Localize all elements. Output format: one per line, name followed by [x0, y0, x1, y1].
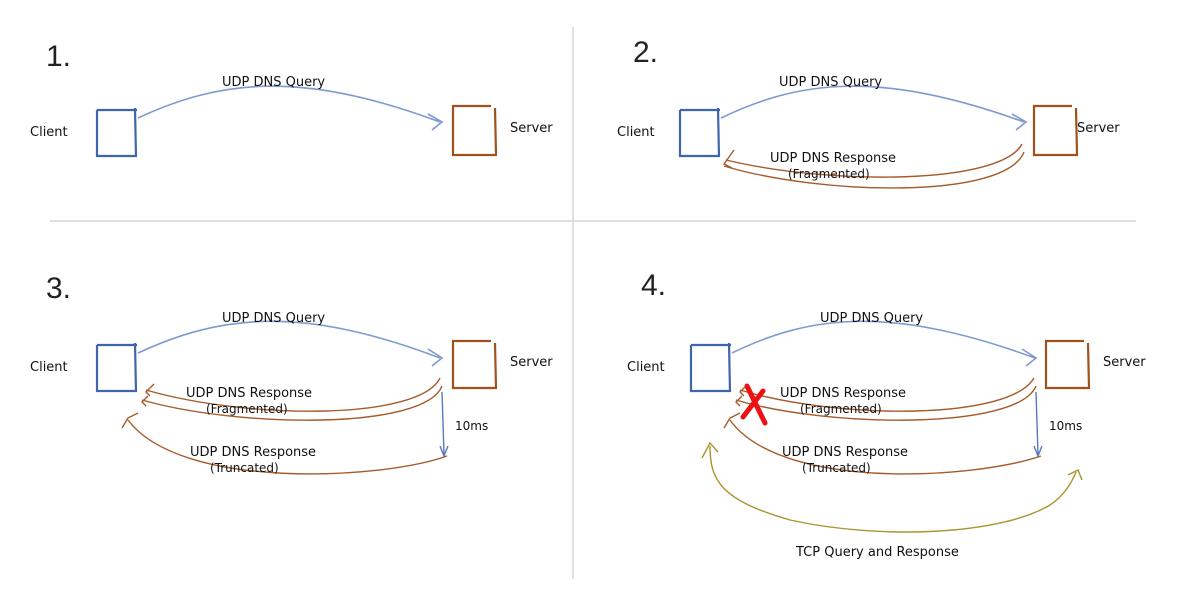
server-box: [1044, 339, 1091, 390]
panel-4: 4. Client Server UDP DNS Query UDP DNS R…: [627, 269, 1146, 560]
truncated-arrow: [729, 419, 1042, 475]
client-label: Client: [627, 360, 665, 375]
query-arrow: [137, 320, 441, 359]
client-label: Client: [617, 125, 655, 140]
fragment-arrow-1: [145, 377, 441, 412]
query-arrow: [720, 85, 1025, 123]
server-label: Server: [1103, 355, 1146, 370]
fragmented-label: UDP DNS Response: [780, 386, 906, 401]
query-arrowhead: [1021, 348, 1038, 367]
query-arrow: [731, 320, 1036, 359]
fragment-arrowhead: [722, 149, 735, 169]
fragment-arrow-2: [723, 151, 1025, 189]
client-label: Client: [30, 125, 68, 140]
fragment-arrow-1: [725, 143, 1023, 178]
fragment-arrowhead: [141, 383, 155, 407]
fragmented-sublabel: (Fragmented): [206, 402, 288, 416]
panel-number: 4.: [641, 269, 666, 302]
panel-1: 1. Client Server UDP DNS Query: [30, 40, 553, 158]
server-label: Server: [1077, 121, 1120, 136]
tcp-label: TCP Query and Response: [795, 545, 959, 560]
client-box: [689, 342, 732, 393]
server-box: [1032, 104, 1079, 157]
delay-arrow: [1035, 391, 1039, 455]
truncated-label: UDP DNS Response: [190, 445, 316, 460]
delay-arrowhead: [439, 445, 449, 458]
query-arrowhead: [1011, 113, 1028, 131]
query-label: UDP DNS Query: [222, 75, 325, 90]
query-label: UDP DNS Query: [779, 75, 882, 90]
client-box: [95, 107, 138, 158]
tcp-arrowhead-right: [1067, 469, 1083, 481]
query-label: UDP DNS Query: [820, 311, 923, 326]
blocked-x-icon: [740, 383, 768, 426]
delay-arrowhead: [1033, 445, 1043, 458]
truncated-arrowhead: [723, 412, 741, 429]
delay-arrow: [441, 391, 445, 455]
fragment-arrow-1: [739, 377, 1035, 412]
fragment-arrow-2: [141, 385, 443, 421]
panel-3: 3. Client Server UDP DNS Query UDP DNS R…: [30, 272, 553, 475]
truncated-label: UDP DNS Response: [782, 445, 908, 460]
truncated-arrow: [127, 419, 448, 475]
server-box: [451, 339, 498, 390]
fragmented-label: UDP DNS Response: [770, 151, 896, 166]
server-box: [451, 104, 498, 157]
fragmented-sublabel: (Fragmented): [800, 402, 882, 416]
truncated-sublabel: (Truncated): [802, 461, 871, 475]
client-label: Client: [30, 360, 68, 375]
truncated-arrowhead: [121, 412, 139, 429]
client-box: [95, 342, 138, 393]
query-label: UDP DNS Query: [222, 311, 325, 326]
tcp-arrow: [709, 445, 1077, 533]
client-box: [678, 107, 721, 158]
query-arrow: [137, 85, 441, 123]
fragmented-sublabel: (Fragmented): [788, 167, 870, 181]
panel-number: 3.: [46, 272, 71, 305]
panel-number: 2.: [633, 36, 658, 69]
query-arrowhead: [427, 113, 444, 131]
panel-2: 2. Client Server UDP DNS Query UDP DNS R…: [617, 36, 1120, 189]
server-label: Server: [510, 355, 553, 370]
fragment-arrow-2: [735, 385, 1037, 421]
truncated-sublabel: (Truncated): [210, 461, 279, 475]
fragmented-label: UDP DNS Response: [186, 386, 312, 401]
tcp-arrowhead-left: [701, 441, 719, 459]
delay-label: 10ms: [455, 419, 488, 433]
delay-label: 10ms: [1049, 419, 1082, 433]
server-label: Server: [510, 121, 553, 136]
query-arrowhead: [427, 348, 444, 367]
panel-number: 1.: [46, 40, 71, 73]
